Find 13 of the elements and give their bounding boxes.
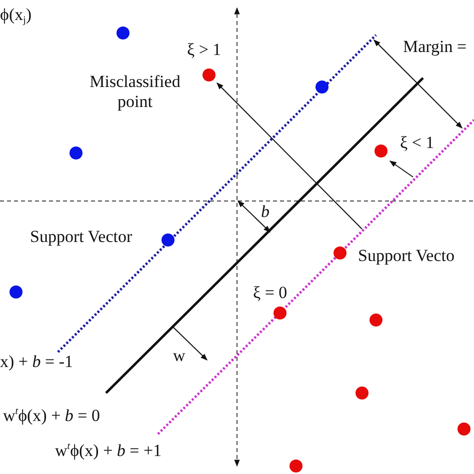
bias-label: b bbox=[261, 202, 270, 222]
slack-label: ξ = 0 bbox=[253, 283, 288, 303]
equation-label: x) + b = -1 bbox=[0, 352, 73, 372]
equation-label: w$^{t}$ϕ(x) + b = 0 bbox=[3, 405, 100, 426]
slack-label: ξ < 1 bbox=[400, 133, 434, 153]
point-label: Misclassified point bbox=[88, 72, 182, 112]
slack-label: ξ > 1 bbox=[187, 40, 222, 60]
axis-label: ϕ(x$_{j}$) bbox=[0, 5, 32, 28]
equation-label: w$^{t}$ϕ(x) + b = +1 bbox=[55, 440, 162, 461]
point-label: Support Vecto bbox=[358, 246, 454, 266]
margin-label: Margin = bbox=[403, 37, 467, 57]
point-label: Support Vector bbox=[30, 227, 132, 247]
weight-label: w bbox=[173, 346, 186, 366]
